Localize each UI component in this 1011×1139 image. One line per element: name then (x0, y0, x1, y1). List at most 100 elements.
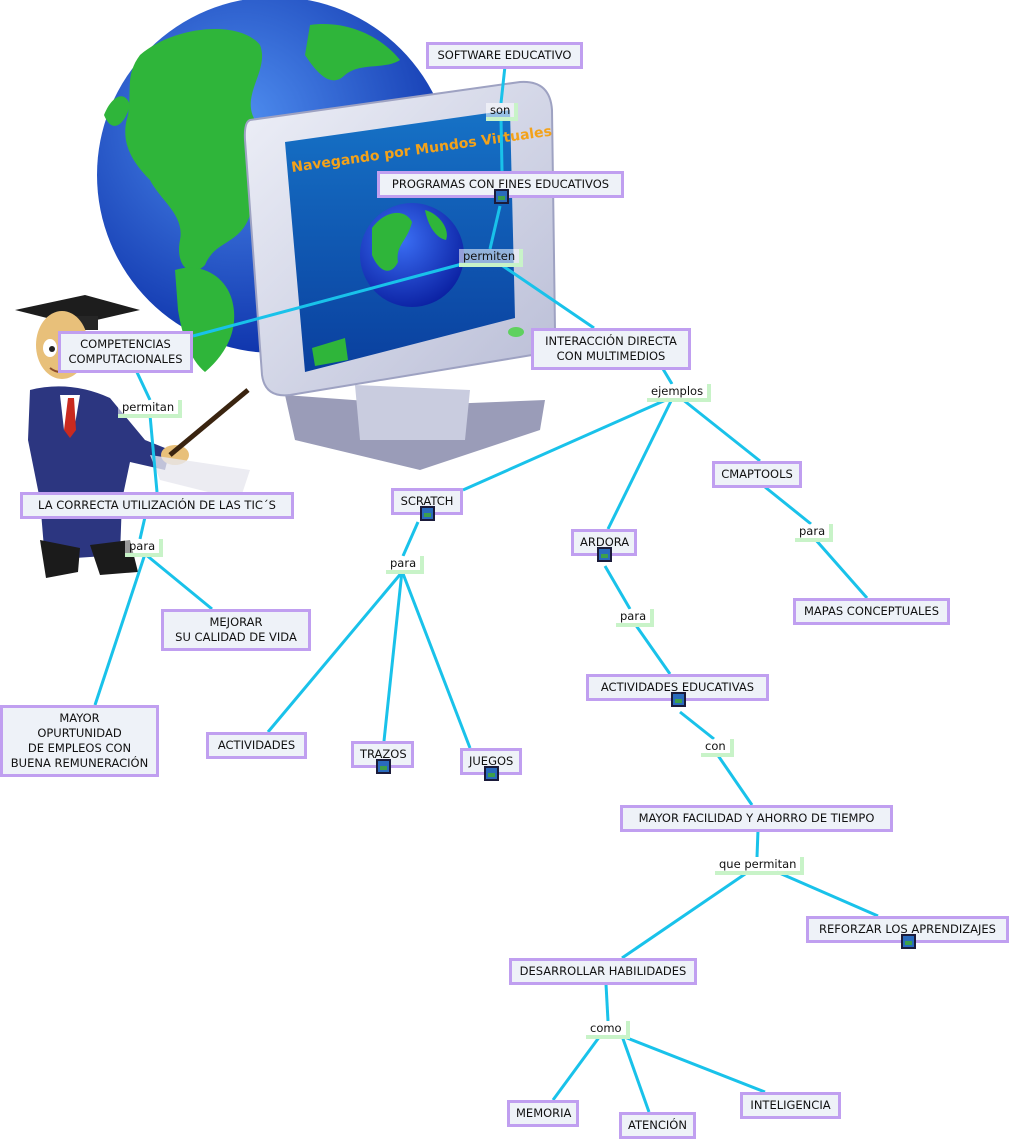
connector-line (755, 829, 760, 858)
connector-line (462, 397, 669, 492)
concept-correcta-utilizacion-tics[interactable]: LA CORRECTA UTILIZACIÓN DE LAS TIC´S (20, 492, 294, 519)
concept-mayor-oportunidad-empleos[interactable]: MAYOR OPURTUNIDAD DE EMPLEOS CON BUENA R… (0, 705, 159, 777)
connector-line (401, 521, 420, 557)
concept-mayor-facilidad-ahorro-tiempo[interactable]: MAYOR FACILIDAD Y AHORRO DE TIEMPO (620, 805, 893, 832)
link-label: que permitan (719, 857, 797, 871)
concept-reforzar-aprendizajes[interactable]: REFORZAR LOS APRENDIZAJES (806, 916, 1009, 949)
concept-label: SCRATCH (400, 494, 454, 508)
image-attachment-icon[interactable] (900, 934, 916, 949)
concept-label: TRAZOS (360, 747, 407, 761)
concept-cmaptools[interactable]: CMAPTOOLS (712, 461, 802, 488)
concept-label: MEJORAR SU CALIDAD DE VIDA (175, 615, 297, 644)
link-label: para (129, 539, 156, 553)
link-label: para (390, 556, 417, 570)
concept-interaccion-directa[interactable]: INTERACCIÓN DIRECTA CON MULTIMEDIOS (531, 328, 691, 370)
link-son[interactable]: son (486, 103, 519, 121)
concept-label: MAPAS CONCEPTUALES (803, 604, 939, 618)
link-con[interactable]: con (701, 739, 734, 757)
image-attachment-icon[interactable] (493, 189, 509, 204)
link-para-ardora[interactable]: para (616, 609, 655, 627)
connector-line (144, 552, 213, 611)
connector-line (499, 262, 595, 330)
link-que-permitan[interactable]: que permitan (715, 857, 805, 875)
concept-label: ARDORA (580, 535, 630, 549)
connector-line (266, 570, 405, 733)
connector-line (606, 398, 674, 530)
connector-line (551, 1035, 602, 1101)
concept-label: PROGRAMAS CON FINES EDUCATIVOS (391, 177, 610, 191)
concept-label: INTELIGENCIA (750, 1098, 831, 1112)
connector-line (603, 565, 632, 610)
concept-label: LA CORRECTA UTILIZACIÓN DE LAS TIC´S (38, 498, 276, 512)
link-label: para (799, 524, 826, 538)
connector-line (681, 397, 761, 463)
concept-atencion[interactable]: ATENCIÓN (619, 1112, 696, 1139)
link-label: con (705, 739, 726, 753)
connector-line (148, 414, 159, 493)
concept-label: INTERACCIÓN DIRECTA CON MULTIMEDIOS (545, 334, 677, 363)
image-attachment-icon[interactable] (484, 766, 499, 781)
concept-label: COMPETENCIAS COMPUTACIONALES (68, 337, 183, 366)
connector-line (621, 1034, 766, 1094)
connector-line (192, 262, 463, 338)
concept-actividades-educativas[interactable]: ACTIVIDADES EDUCATIVAS (586, 674, 769, 707)
concept-label: ACTIVIDADES EDUCATIVAS (600, 680, 755, 694)
connector-line (499, 117, 504, 172)
connector-line (382, 570, 404, 742)
link-permitan[interactable]: permitan (118, 400, 183, 418)
concept-label: CMAPTOOLS (721, 467, 793, 481)
connector-line (133, 367, 152, 401)
connector-line (499, 65, 507, 104)
connector-line (621, 870, 749, 960)
concept-label: SOFTWARE EDUCATIVO (437, 48, 572, 62)
concept-programas-con-fines-educativos[interactable]: PROGRAMAS CON FINES EDUCATIVOS (377, 171, 624, 204)
link-label: como (590, 1021, 622, 1035)
link-label: permiten (463, 249, 516, 263)
image-attachment-icon[interactable] (670, 692, 686, 707)
concept-juegos[interactable]: JUEGOS (460, 748, 522, 781)
link-para-cmaptools[interactable]: para (795, 524, 834, 542)
link-para-scratch[interactable]: para (386, 556, 425, 574)
connector-line (679, 710, 715, 741)
concept-software-educativo[interactable]: SOFTWARE EDUCATIVO (426, 42, 583, 69)
concept-mejorar-calidad-vida[interactable]: MEJORAR SU CALIDAD DE VIDA (161, 609, 311, 651)
connector-line (633, 623, 672, 675)
concept-label: MAYOR OPURTUNIDAD DE EMPLEOS CON BUENA R… (10, 711, 149, 770)
link-permiten[interactable]: permiten (459, 249, 524, 267)
concept-mapas-conceptuales[interactable]: MAPAS CONCEPTUALES (793, 598, 950, 625)
connector-line (138, 516, 147, 540)
connector-line (93, 553, 147, 706)
image-attachment-icon[interactable] (375, 759, 391, 774)
concept-desarrollar-habilidades[interactable]: DESARROLLAR HABILIDADES (509, 958, 697, 985)
concept-competencias-computacionales[interactable]: COMPETENCIAS COMPUTACIONALES (58, 331, 193, 373)
concept-memoria[interactable]: MEMORIA (507, 1100, 579, 1127)
concept-label: MAYOR FACILIDAD Y AHORRO DE TIEMPO (638, 811, 875, 825)
connector-line (400, 570, 472, 749)
concept-label: ATENCIÓN (628, 1118, 687, 1132)
connector-line (776, 870, 879, 918)
link-ejemplos[interactable]: ejemplos (647, 384, 712, 402)
link-como[interactable]: como (586, 1021, 630, 1039)
connector-line (604, 983, 610, 1022)
concept-label: MEMORIA (516, 1106, 572, 1120)
image-attachment-icon[interactable] (597, 547, 612, 562)
link-label: ejemplos (651, 384, 704, 398)
connector-line (488, 205, 502, 250)
concept-label: ACTIVIDADES (217, 738, 296, 752)
link-label: permitan (122, 400, 175, 414)
connector-line (764, 485, 812, 526)
concept-actividades[interactable]: ACTIVIDADES (206, 732, 307, 759)
concept-label: JUEGOS (469, 754, 514, 768)
connector-line (813, 538, 869, 599)
link-para-tics[interactable]: para (125, 539, 164, 557)
image-attachment-icon[interactable] (420, 506, 435, 521)
concept-label: DESARROLLAR HABILIDADES (519, 964, 687, 978)
concept-inteligencia[interactable]: INTELIGENCIA (740, 1092, 841, 1119)
concept-scratch[interactable]: SCRATCH (391, 488, 463, 521)
concept-ardora[interactable]: ARDORA (571, 529, 637, 562)
link-label: son (490, 103, 511, 117)
concept-trazos[interactable]: TRAZOS (351, 741, 414, 774)
link-label: para (620, 609, 647, 623)
